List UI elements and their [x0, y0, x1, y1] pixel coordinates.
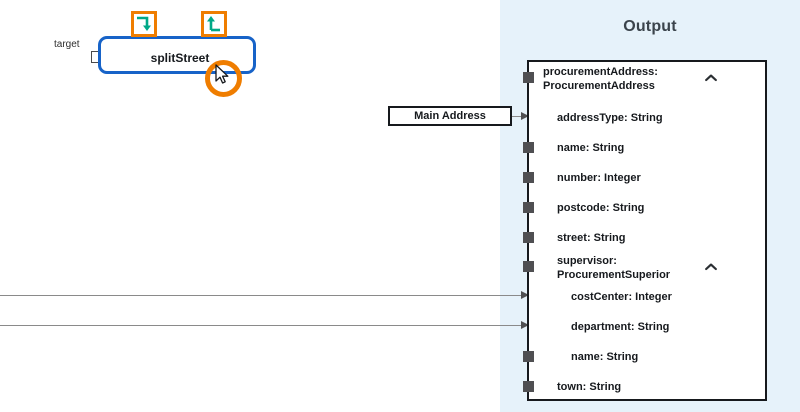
output-row-port[interactable] — [523, 351, 534, 362]
output-row-port[interactable] — [523, 172, 534, 183]
output-row-label: supervisor: — [557, 255, 617, 267]
chevron-up-icon[interactable] — [705, 261, 717, 271]
link-label-text: Main Address — [414, 110, 486, 122]
output-row-label: costCenter: Integer — [571, 291, 672, 303]
output-row[interactable]: number: Integer — [523, 171, 769, 185]
output-row-label: name: String — [571, 351, 639, 363]
output-row[interactable]: procurementAddress: ProcurementAddress — [523, 65, 769, 93]
connector-department-line — [0, 325, 529, 326]
node-input-badge[interactable] — [131, 11, 157, 37]
connector-main-address-arrow — [521, 112, 529, 120]
input-arrow-icon — [134, 14, 154, 34]
output-pane-title: Output — [623, 18, 677, 35]
output-row[interactable]: name: String — [523, 141, 769, 155]
output-row[interactable]: town: String — [523, 380, 769, 394]
connector-department-arrow — [521, 321, 529, 329]
output-row-label: street: String — [557, 232, 626, 244]
output-row[interactable]: name: String — [523, 350, 769, 364]
node-output-badge[interactable] — [201, 11, 227, 37]
output-row[interactable]: addressType: String — [529, 111, 769, 125]
output-row-port[interactable] — [523, 72, 534, 83]
output-row-port[interactable] — [523, 142, 534, 153]
output-row-label: addressType: String — [557, 112, 663, 124]
output-row-label: department: String — [571, 321, 670, 333]
output-row-label: postcode: String — [557, 202, 645, 214]
node-target-label: target — [54, 39, 80, 50]
node-label: splitStreet — [150, 51, 210, 65]
output-row[interactable]: supervisor: ProcurementSuperior — [523, 254, 769, 282]
output-arrow-icon — [204, 14, 224, 34]
output-row-label: name: String — [557, 142, 625, 154]
output-row[interactable]: street: String — [523, 231, 769, 245]
output-row[interactable]: costCenter: Integer — [529, 290, 769, 304]
output-row-port[interactable] — [523, 232, 534, 243]
connector-main-address-line — [512, 116, 529, 117]
output-row-label: number: Integer — [557, 172, 641, 184]
click-highlight-ring — [205, 60, 242, 97]
connector-costcenter-arrow — [521, 291, 529, 299]
output-row[interactable]: postcode: String — [523, 201, 769, 215]
output-row-port[interactable] — [523, 381, 534, 392]
chevron-up-icon[interactable] — [705, 72, 717, 82]
output-row-label: procurementAddress: — [543, 66, 658, 78]
link-label-main-address[interactable]: Main Address — [388, 106, 512, 126]
output-row-label-line2: ProcurementSuperior — [557, 269, 671, 281]
arrow-pointer-icon — [215, 64, 231, 86]
connector-costcenter-line — [0, 295, 529, 296]
output-row-label-line2: ProcurementAddress — [543, 80, 655, 92]
output-structure-box: procurementAddress: ProcurementAddress add… — [523, 60, 769, 401]
output-row[interactable]: department: String — [529, 320, 769, 334]
output-row-port[interactable] — [523, 261, 534, 272]
output-row-port[interactable] — [523, 202, 534, 213]
output-row-label: town: String — [557, 381, 622, 393]
